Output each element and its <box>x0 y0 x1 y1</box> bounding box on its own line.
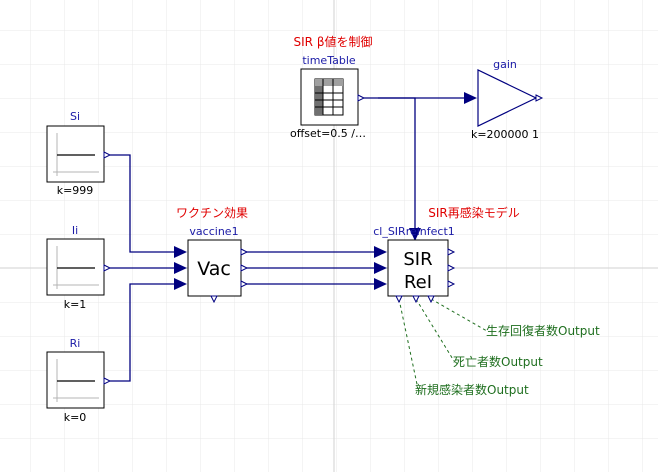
si-block[interactable]: Si k=999 <box>46 110 112 197</box>
sir-bottom-port-survivors[interactable] <box>427 295 435 304</box>
output-lines <box>398 298 488 390</box>
timetable-block[interactable]: timeTable offset=0.5 /… SIR β値を制御 <box>290 34 373 140</box>
deaths-output-label: 死亡者数Output <box>453 354 543 369</box>
ri-output-port[interactable] <box>103 377 112 385</box>
sir-symbol-line1: SIR <box>403 249 432 270</box>
si-param: k=999 <box>57 184 94 197</box>
arrow-head <box>174 278 187 290</box>
vaccine-effect-annotation: ワクチン効果 <box>176 205 248 220</box>
ri-block-frame[interactable] <box>46 351 105 409</box>
timetable-param: offset=0.5 /… <box>290 127 366 140</box>
table-icon-header <box>315 79 343 86</box>
ii-output-port[interactable] <box>103 264 112 272</box>
survivors-output-label: 生存回復者数Output <box>486 323 600 338</box>
ii-block[interactable]: Ii k=1 <box>46 224 112 311</box>
vaccine-block-frame[interactable] <box>187 239 242 297</box>
timetable-output-port[interactable] <box>357 94 366 102</box>
sir-block-frame[interactable] <box>387 239 449 297</box>
gain-block[interactable]: gain k=200000 1 <box>471 58 544 141</box>
arrow-head <box>409 228 421 241</box>
arrow-head <box>374 246 387 258</box>
vaccine-bottom-port[interactable] <box>210 295 218 304</box>
arrow-head <box>374 262 387 274</box>
sir-output-port[interactable] <box>447 248 456 256</box>
vaccine-output-port[interactable] <box>240 280 249 288</box>
gain-output-port[interactable] <box>535 94 544 102</box>
sir-name: cl_SIRreinfect1 <box>373 225 455 238</box>
vaccine-name: vaccine1 <box>189 225 238 238</box>
connection-wires <box>110 92 477 382</box>
gain-triangle[interactable] <box>477 69 538 127</box>
si-output-port[interactable] <box>103 151 112 159</box>
sir-output-port[interactable] <box>447 264 456 272</box>
output-line-survivors <box>430 298 488 332</box>
output-line-deaths <box>415 298 455 362</box>
ri-name: Ri <box>70 337 81 350</box>
sir-symbol-line2: ReI <box>404 272 432 293</box>
ii-param: k=1 <box>64 298 87 311</box>
sir-bottom-port-new-infections[interactable] <box>395 295 403 304</box>
arrow-head <box>464 92 477 104</box>
gain-param: k=200000 1 <box>471 128 539 141</box>
arrow-head <box>174 262 187 274</box>
arrow-head <box>174 246 187 258</box>
vaccine-output-port[interactable] <box>240 248 249 256</box>
arrow-head <box>374 278 387 290</box>
wire-timetable-sir[interactable] <box>378 97 416 228</box>
sir-bottom-port-deaths[interactable] <box>412 295 420 304</box>
timetable-name: timeTable <box>302 54 356 67</box>
ii-name: Ii <box>72 224 78 237</box>
sir-output-port[interactable] <box>447 280 456 288</box>
si-block-frame[interactable] <box>46 125 105 183</box>
new-infections-output-label: 新規感染者数Output <box>415 382 529 397</box>
vaccine-block[interactable]: Vac vaccine1 ワクチン効果 <box>176 205 249 304</box>
vaccine-output-port[interactable] <box>240 264 249 272</box>
wire-ri-vaccine[interactable] <box>110 283 174 382</box>
vaccine-symbol: Vac <box>197 258 231 280</box>
wire-si-vaccine[interactable] <box>110 154 174 253</box>
ri-param: k=0 <box>64 411 87 424</box>
sir-reinfection-block[interactable]: SIR ReI cl_SIRreinfect1 SIR再感染モデル <box>373 205 520 304</box>
gain-name: gain <box>493 58 517 71</box>
ri-block[interactable]: Ri k=0 <box>46 337 112 424</box>
ii-block-frame[interactable] <box>46 238 105 296</box>
sir-beta-annotation: SIR β値を制御 <box>294 34 373 49</box>
table-icon-column <box>315 79 323 115</box>
si-name: Si <box>70 110 80 123</box>
sir-reinfection-annotation: SIR再感染モデル <box>428 205 520 220</box>
